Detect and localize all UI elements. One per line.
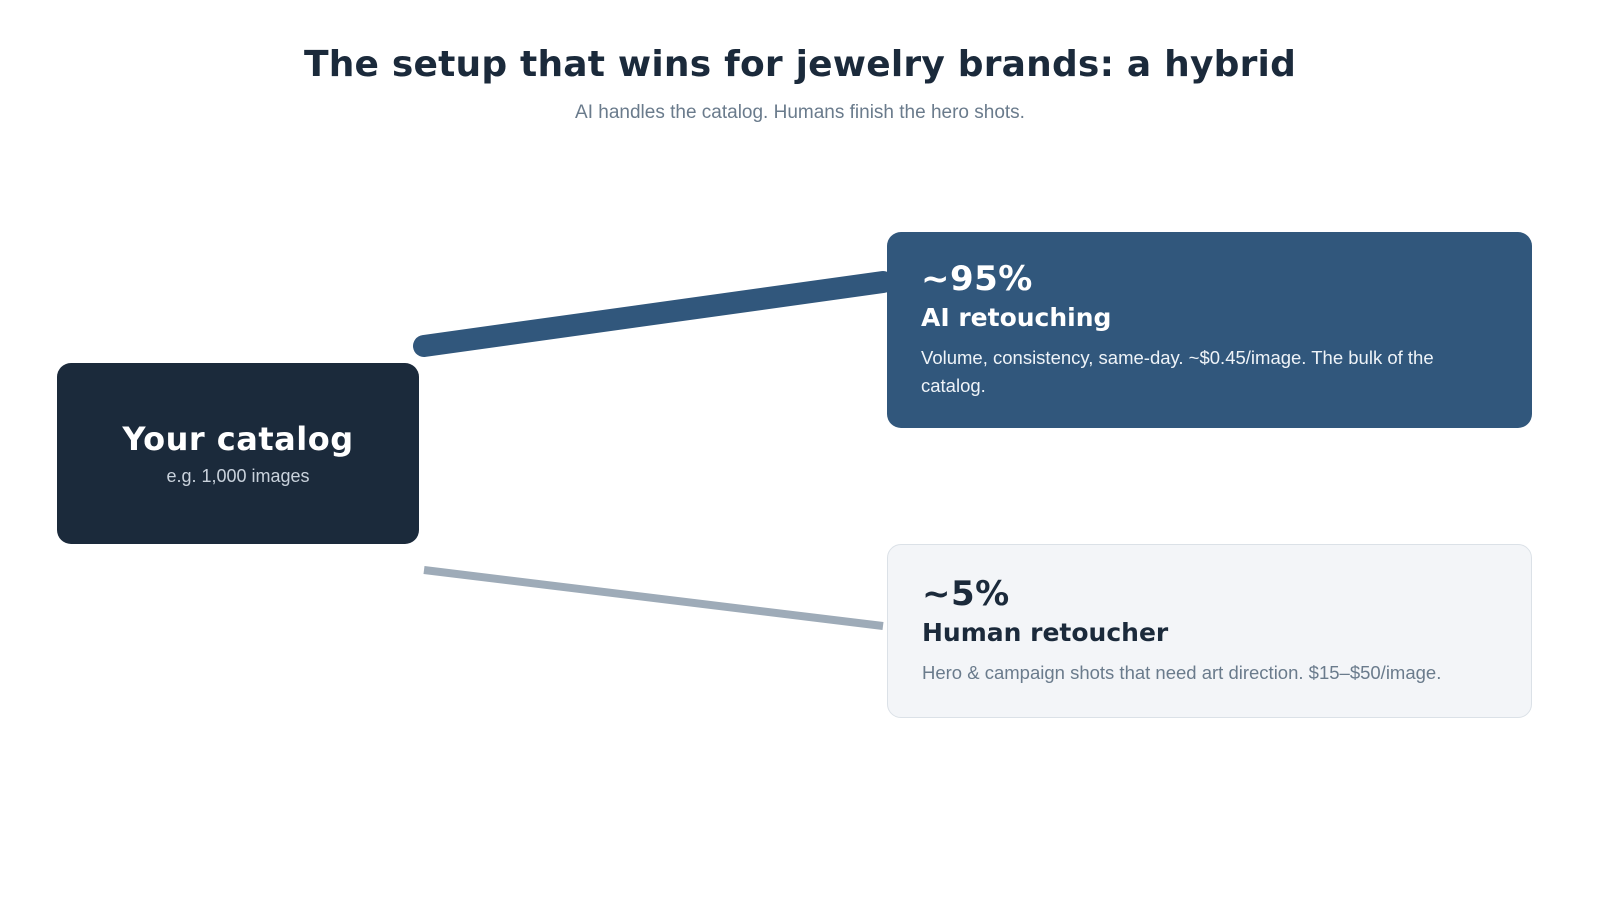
page-subtitle: AI handles the catalog. Humans finish th… <box>575 102 1025 123</box>
human-description: Hero & campaign shots that need art dire… <box>922 662 1442 683</box>
page-title: The setup that wins for jewelry brands: … <box>303 44 1297 85</box>
catalog-source-box: Your catalog e.g. 1,000 images <box>57 363 419 544</box>
ai-share: ~95% <box>921 259 1033 299</box>
human-share: ~5% <box>922 574 1010 614</box>
catalog-title: Your catalog <box>122 420 354 458</box>
human-connector <box>423 566 884 630</box>
human-name: Human retoucher <box>922 618 1169 647</box>
catalog-subtitle: e.g. 1,000 images <box>166 466 310 486</box>
ai-description: Volume, consistency, same-day. ~$0.45/im… <box>921 347 1434 396</box>
ai-name: AI retouching <box>921 303 1112 332</box>
ai-connector <box>413 271 894 357</box>
human-retoucher-card: ~5% Human retoucher Hero & campaign shot… <box>887 544 1532 718</box>
ai-retouching-card: ~95% AI retouching Volume, consistency, … <box>887 232 1532 428</box>
